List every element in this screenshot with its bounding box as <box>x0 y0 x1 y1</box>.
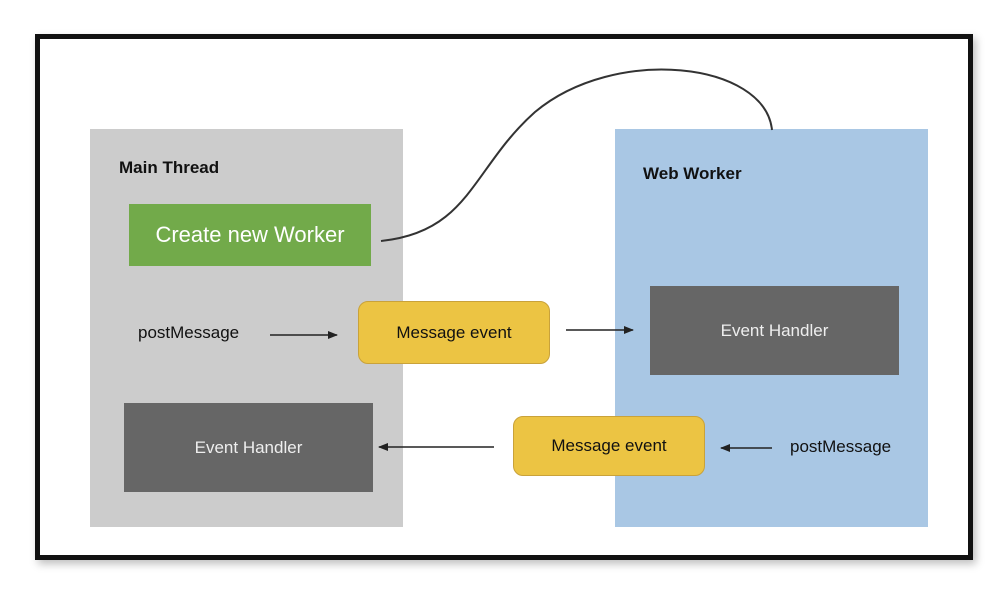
create-worker-box: Create new Worker <box>129 204 371 266</box>
web-worker-title: Web Worker <box>643 164 742 183</box>
message-event-to-worker: Message event <box>358 301 550 364</box>
worker-event-handler-box: Event Handler <box>650 286 899 375</box>
main-post-message-label: postMessage <box>138 323 240 342</box>
message-event-to-main: Message event <box>513 416 705 476</box>
worker-post-message-label: postMessage <box>790 437 892 456</box>
main-thread-title: Main Thread <box>119 158 220 177</box>
main-event-handler-box: Event Handler <box>124 403 373 492</box>
